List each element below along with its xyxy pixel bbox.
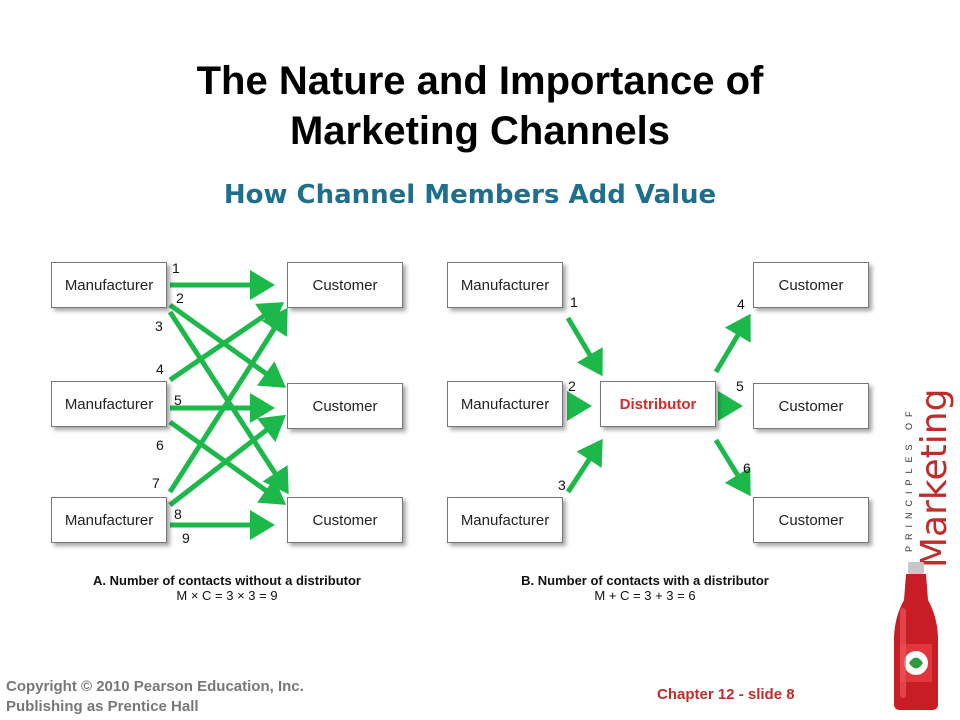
brand-marketing-text: Marketing: [914, 388, 955, 568]
b-contact-number-3: 3: [558, 477, 566, 493]
a-caption-title: A. Number of contacts without a distribu…: [93, 573, 361, 588]
b-contact-number-5: 5: [736, 378, 744, 394]
a-contact-number-9: 9: [182, 530, 190, 546]
a-caption-formula: M × C = 3 × 3 = 9: [176, 588, 278, 603]
a-caption: A. Number of contacts without a distribu…: [51, 573, 403, 603]
arrow-a-2: [168, 302, 287, 388]
a-contact-number-7: 7: [152, 475, 160, 491]
b-caption: B. Number of contacts with a distributor…: [447, 573, 843, 603]
arrow-b-3: [565, 438, 603, 494]
juice-bottle-image: [894, 562, 938, 710]
slide-number: Chapter 12 - slide 8: [657, 686, 795, 703]
a-contact-number-3: 3: [155, 318, 163, 334]
a-contact-number-6: 6: [156, 437, 164, 453]
a-contact-number-1: 1: [172, 260, 180, 276]
b-caption-title: B. Number of contacts with a distributor: [521, 573, 769, 588]
b-distributor: Distributor: [600, 381, 716, 427]
a-manufacturer-2: Manufacturer: [51, 381, 167, 427]
a-customer-1: Customer: [287, 262, 403, 308]
arrow-a-8: [168, 414, 286, 507]
b-contact-number-2: 2: [568, 378, 576, 394]
brand-logo: PRINCIPLES OF Marketing: [880, 389, 960, 570]
b-manufacturer-2: Manufacturer: [447, 381, 563, 427]
arrow-a-7: [167, 307, 288, 494]
brand-principles-text: PRINCIPLES OF: [904, 405, 914, 552]
a-manufacturer-3: Manufacturer: [51, 497, 167, 543]
slide-title: The Nature and Importance of Marketing C…: [60, 56, 900, 156]
b-customer-3: Customer: [753, 497, 869, 543]
b-manufacturer-3: Manufacturer: [447, 497, 563, 543]
b-customer-1: Customer: [753, 262, 869, 308]
publisher-text: Publishing as Prentice Hall: [6, 698, 199, 715]
footer-copyright: Copyright © 2010 Pearson Education, Inc.…: [6, 677, 304, 717]
title-line-1: The Nature and Importance of: [196, 59, 764, 103]
slide-subtitle: How Channel Members Add Value: [223, 180, 717, 210]
title-line-2: Marketing Channels: [289, 109, 671, 153]
b-caption-formula: M + C = 3 + 3 = 6: [594, 588, 696, 603]
arrow-b-1: [565, 316, 603, 377]
b-contact-number-6: 6: [743, 460, 751, 476]
copyright-text: Copyright © 2010 Pearson Education, Inc.: [6, 678, 304, 695]
a-manufacturer-1: Manufacturer: [51, 262, 167, 308]
a-contact-number-4: 4: [156, 361, 164, 377]
a-contact-number-5: 5: [174, 392, 182, 408]
arrow-b-4: [713, 313, 751, 374]
b-contact-number-1: 1: [570, 294, 578, 310]
a-contact-number-8: 8: [174, 506, 182, 522]
b-customer-2: Customer: [753, 383, 869, 429]
a-contact-number-2: 2: [176, 290, 184, 306]
b-contact-number-4: 4: [737, 296, 745, 312]
arrow-b-6: [713, 438, 751, 497]
a-customer-2: Customer: [287, 383, 403, 429]
b-manufacturer-1: Manufacturer: [447, 262, 563, 308]
a-customer-3: Customer: [287, 497, 403, 543]
